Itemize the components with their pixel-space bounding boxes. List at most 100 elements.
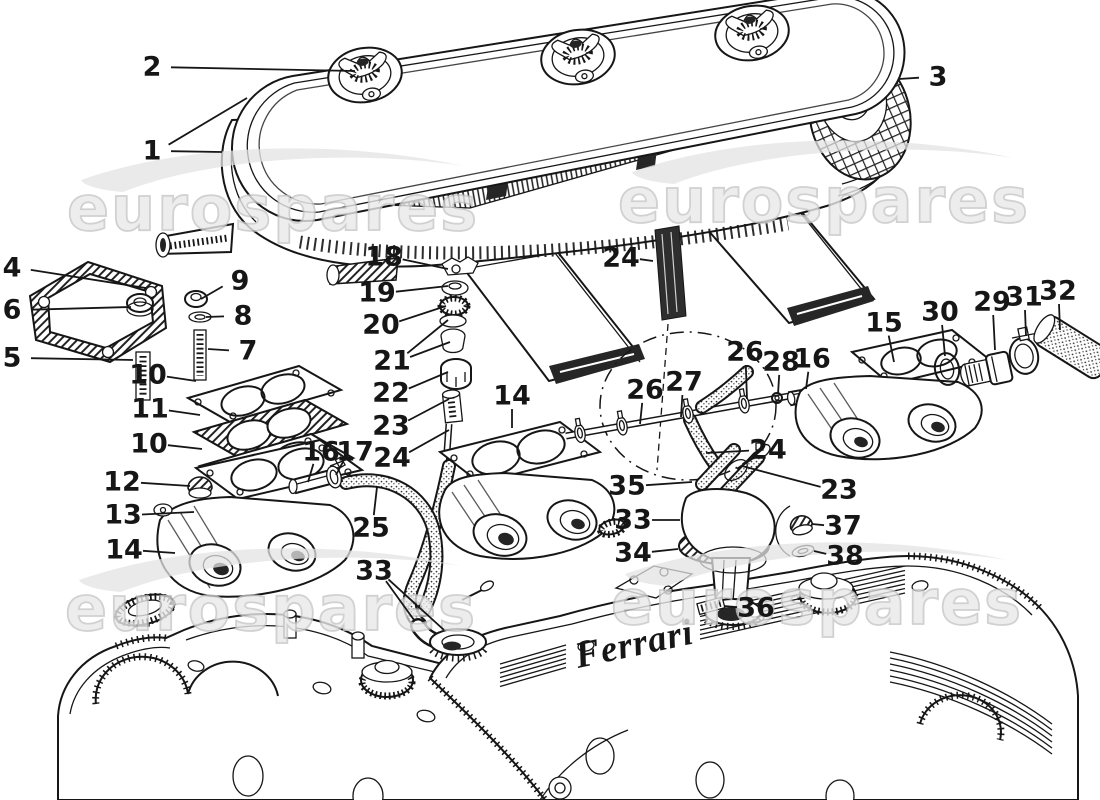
fuel-hose-32 (1033, 314, 1100, 380)
callout-label-22: 22 (372, 378, 410, 409)
callout-label-14: 14 (493, 381, 531, 412)
callout-label-24: 24 (373, 443, 411, 474)
ribbed-sleeve-23 (441, 389, 464, 424)
watermark-layer: eurospares eurospares eurospares eurospares (64, 140, 1030, 646)
callout-label-16: 16 (793, 344, 831, 375)
callout-label-33: 33 (614, 505, 652, 536)
callout-leader-16 (307, 463, 315, 483)
hose-clamp (613, 409, 630, 437)
callout-label-32: 32 (1039, 276, 1077, 307)
air-ducts (453, 197, 876, 384)
callout-leader-6 (30, 306, 132, 311)
callout-label-18: 18 (365, 242, 403, 273)
right-valve-cover: Ferrari (427, 552, 1079, 800)
fuel-line-assembly (565, 331, 828, 481)
callout-label-9: 9 (231, 266, 250, 297)
callout-label-8: 8 (234, 301, 253, 332)
watermark-text: eurospares (67, 172, 479, 245)
callout-leader-34 (651, 548, 679, 553)
callout-leader-25 (372, 486, 378, 516)
engine-background (539, 729, 629, 800)
callout-leader-11 (168, 409, 201, 416)
callout-label-2: 2 (143, 52, 162, 83)
cup-21b (440, 328, 466, 354)
watermark-text: eurospares (65, 572, 477, 645)
callout-leader-33 (385, 580, 415, 621)
union-bolt-29 (959, 350, 1014, 387)
callout-leader-19 (395, 285, 449, 293)
knurled-cap (358, 659, 416, 700)
watermark-swoosh (81, 148, 463, 192)
callout-label-11: 11 (131, 394, 169, 425)
callout-label-31: 31 (1005, 282, 1043, 313)
callout-leader-5 (30, 357, 134, 361)
callout-leader-23 (407, 398, 450, 422)
callout-leader-24 (705, 449, 750, 454)
callout-label-5: 5 (3, 343, 22, 374)
callout-leader-1 (168, 97, 248, 146)
callout-label-36: 36 (737, 593, 775, 624)
callout-label-3: 3 (929, 62, 948, 93)
callout-leader-10 (167, 444, 203, 450)
washer-21a (439, 314, 467, 328)
stud-36 (696, 596, 726, 616)
callout-leader-10 (166, 375, 197, 382)
watermark-swoosh (625, 542, 1007, 586)
callout-label-10: 10 (130, 429, 168, 460)
callout-label-25: 25 (352, 513, 390, 544)
callout-leader-4 (30, 269, 147, 289)
callout-leader-38 (813, 550, 827, 555)
acorn-nut-37 (789, 515, 813, 536)
watermark-text: eurospares (618, 164, 1030, 237)
callout-label-16: 16 (302, 437, 340, 468)
callout-leader-23 (741, 465, 821, 488)
callout-leader-29 (992, 314, 996, 351)
callout-label-4: 4 (3, 253, 22, 284)
callout-leader-35 (645, 481, 693, 487)
callout-leader-1 (170, 150, 223, 153)
banjo-fittings-29-32 (933, 314, 1100, 387)
acorn-nut-12 (187, 476, 213, 499)
callout-leader-3 (898, 76, 920, 80)
oil-breather-assembly (597, 442, 815, 630)
stud-5 (135, 351, 151, 401)
callout-label-38: 38 (826, 541, 864, 572)
union-column-18-24 (437, 256, 479, 471)
pan-rib-band (298, 217, 790, 260)
callout-label-28: 28 (762, 347, 800, 378)
callout-leader-31 (1024, 309, 1027, 337)
callout-label-15: 15 (865, 308, 903, 339)
callout-label-23: 23 (820, 475, 858, 506)
callout-label-26: 26 (726, 337, 764, 368)
callout-leader-32 (1058, 303, 1061, 331)
callout-label-23: 23 (372, 411, 410, 442)
nut-6 (126, 293, 154, 317)
washer-28 (771, 392, 783, 404)
elbow-fitting-33 (410, 580, 495, 662)
callout-label-14: 14 (105, 535, 143, 566)
callout-label-19: 19 (358, 278, 396, 309)
callout-label-20: 20 (362, 310, 400, 341)
hose-clamp (735, 387, 752, 415)
callout-label-29: 29 (973, 287, 1011, 318)
callout-leader-17 (335, 461, 344, 476)
breather-body (680, 487, 776, 565)
callout-label-10: 10 (129, 360, 167, 391)
callout-leader-2 (170, 66, 356, 72)
callout-leader-30 (941, 324, 946, 357)
callout-label-6: 6 (3, 295, 22, 326)
center-intake-manifold-14 (437, 420, 616, 560)
right-intake-manifold (794, 328, 993, 461)
callout-leader-27 (680, 394, 684, 418)
callout-label-7: 7 (239, 336, 258, 367)
callout-leader-9 (200, 285, 224, 300)
callout-leader-12 (140, 481, 191, 487)
callout-label-34: 34 (614, 538, 652, 569)
watermark-text: eurospares (611, 566, 1023, 639)
callout-leader-7 (207, 348, 230, 352)
callout-label-13: 13 (104, 500, 142, 531)
callout-leader-14 (142, 549, 176, 554)
air-cleaner-assembly (155, 0, 912, 286)
